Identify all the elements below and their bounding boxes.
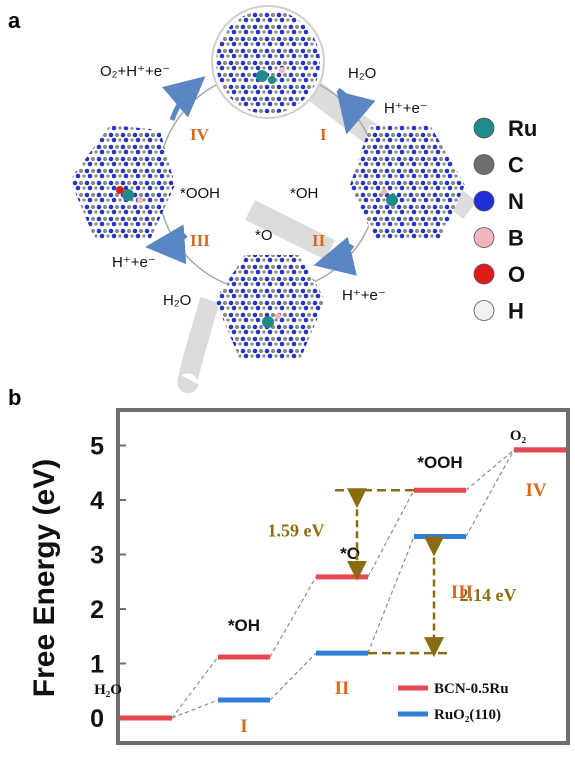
legend-atom-o-icon <box>473 263 495 285</box>
step-label-iii: III <box>190 231 210 250</box>
panel-b-label: b <box>8 385 21 410</box>
structure-bottom <box>215 255 325 360</box>
annotation-label: 1.59 eV <box>268 521 325 541</box>
step-label-ii: II <box>335 678 350 699</box>
dashed-connectors <box>171 449 515 719</box>
connector-line <box>465 449 515 491</box>
connector-line <box>269 576 317 658</box>
reaction-label-o2: O₂+H⁺+e⁻ <box>100 63 170 80</box>
y-tick-label: 4 <box>90 487 104 515</box>
y-axis-label: Free Energy (eV) <box>28 459 61 697</box>
step-label-ii: II <box>312 231 326 250</box>
panel-a-label: a <box>8 8 21 33</box>
connector-line <box>367 489 415 578</box>
reaction-label-he-bottom: H⁺+e⁻ <box>342 287 386 304</box>
gap-annotations: 1.59 eV 2.14 eV <box>268 488 517 658</box>
legend-atom-b-icon <box>473 227 495 248</box>
legend-atom-n-label: N <box>508 189 524 214</box>
legend-atom-h-label: H <box>508 299 524 324</box>
y-tick-label: 5 <box>90 433 104 461</box>
intermediate-o: *O <box>255 227 273 244</box>
step-label-iii: III <box>451 582 473 603</box>
level-label: *OH <box>228 616 260 635</box>
panel-a: a <box>8 5 537 394</box>
y-tick-label: 0 <box>90 705 104 733</box>
connector-line <box>171 656 219 719</box>
y-tick-label: 3 <box>90 542 104 570</box>
arrow-step-iii <box>145 224 188 265</box>
y-tick-label: 1 <box>90 651 104 679</box>
legend-atom-c-label: C <box>508 153 524 178</box>
arrow-step-ii <box>313 236 357 276</box>
step-label-iv: IV <box>190 125 210 144</box>
level-label: O₂ <box>510 428 527 444</box>
reaction-label-h2o-top: H₂O <box>348 65 376 82</box>
connector-line <box>171 699 219 719</box>
annotation-label: 2.14 eV <box>460 585 517 605</box>
step-label-iv: IV <box>525 480 546 501</box>
legend-atom-o-label: O <box>508 262 525 287</box>
step-label-i: I <box>320 125 327 144</box>
legend-atom-ru-label: Ru <box>508 116 537 141</box>
legend-series-label: RuO₂(110) <box>434 707 501 723</box>
legend-atom-n-icon <box>473 190 495 212</box>
structure-left <box>70 125 175 240</box>
arrow-step-i <box>336 87 376 135</box>
structure-top <box>211 5 325 119</box>
arrow-step-iv <box>162 76 206 121</box>
legend-series-label: BCN-0.5Ru <box>434 681 509 697</box>
level-label: *OOH <box>417 453 462 472</box>
legend-atom-b-label: B <box>508 226 524 251</box>
y-axis-ticks: 0 1 2 3 4 5 <box>90 433 126 733</box>
legend-atom-h-icon <box>473 300 495 321</box>
level-label: H₂O <box>94 682 122 698</box>
reaction-label-he-right: H⁺+e⁻ <box>384 100 428 117</box>
legend-atom-c-icon <box>473 154 495 175</box>
intermediate-ooh: *OOH <box>180 185 220 202</box>
y-tick-label: 2 <box>90 596 104 624</box>
reaction-label-he-left: H⁺+e⁻ <box>112 254 156 271</box>
connector-line <box>465 449 515 537</box>
reaction-label-h2o-bottom: H₂O <box>163 292 191 309</box>
legend-atom-ru-icon <box>473 117 495 139</box>
connector-line <box>269 652 317 701</box>
step-label-i: I <box>240 716 247 737</box>
intermediate-oh: *OH <box>290 185 318 202</box>
structure-right <box>350 125 465 240</box>
